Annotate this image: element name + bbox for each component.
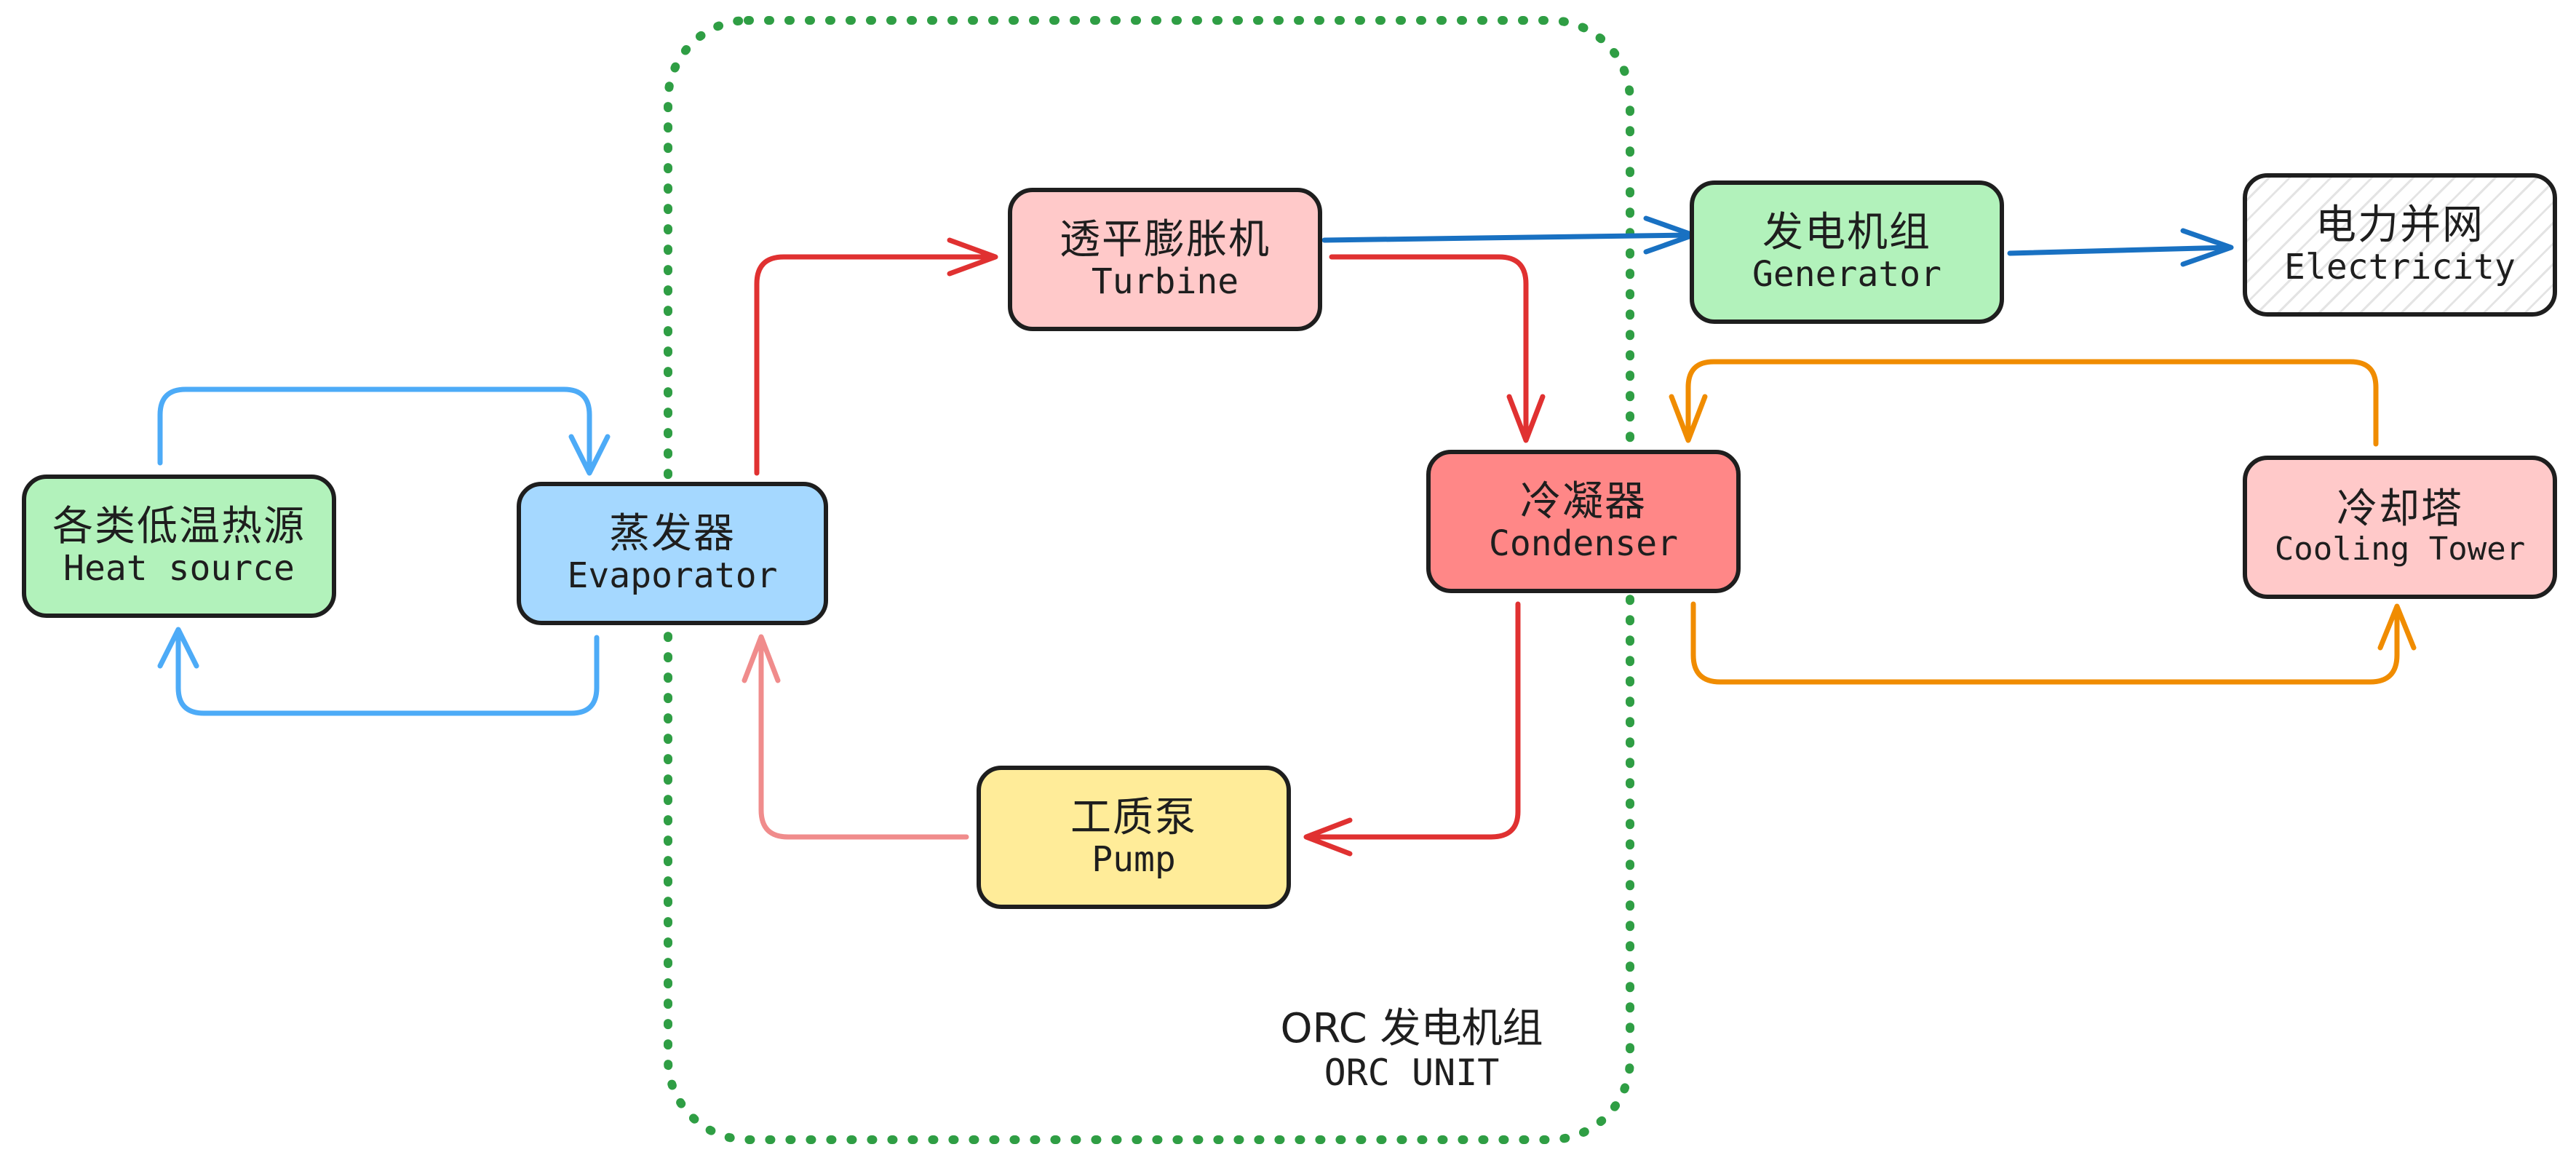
evaporator-node: 蒸发器 Evaporator bbox=[517, 482, 828, 625]
heat-supply-flow bbox=[157, 386, 592, 472]
condensate-flow bbox=[1307, 601, 1521, 840]
cooling-tower-node: 冷却塔 Cooling Tower bbox=[2243, 456, 2557, 599]
heat-return-flow bbox=[175, 630, 600, 716]
pump-label-en: Pump bbox=[1092, 838, 1176, 880]
evaporator-label-zh: 蒸发器 bbox=[609, 509, 736, 557]
heat-source-node: 各类低温热源 Heat source bbox=[22, 475, 336, 618]
heat-source-label-en: Heat source bbox=[63, 547, 295, 589]
cooling-tower-label-en: Cooling Tower bbox=[2274, 530, 2526, 568]
orc-unit-label-en: ORC UNIT bbox=[1324, 1052, 1500, 1095]
heat-source-label-zh: 各类低温热源 bbox=[52, 502, 306, 550]
generator-label-en: Generator bbox=[1752, 253, 1942, 295]
cooling-return-flow bbox=[1690, 601, 2400, 685]
pump-node: 工质泵 Pump bbox=[977, 766, 1291, 909]
electricity-label-en: Electricity bbox=[2284, 246, 2516, 287]
cooling-return-arrowhead bbox=[2377, 603, 2417, 651]
vapor-arrowhead bbox=[947, 237, 998, 277]
electricity-node: 电力并网 Electricity bbox=[2243, 173, 2557, 317]
power-export-flow bbox=[2007, 245, 2231, 256]
turbine-label-en: Turbine bbox=[1091, 261, 1239, 302]
condensate-arrowhead bbox=[1303, 817, 1353, 857]
cooling-tower-label-zh: 冷却塔 bbox=[2337, 485, 2463, 533]
evaporator-label-en: Evaporator bbox=[567, 555, 778, 596]
turbine-node: 透平膨胀机 Turbine bbox=[1008, 188, 1322, 331]
cooling-supply-arrowhead bbox=[1669, 394, 1708, 443]
pump-arrowhead bbox=[742, 634, 781, 683]
orc-unit-caption: ORC 发电机组 ORC UNIT bbox=[1230, 1005, 1594, 1095]
heat-supply-arrowhead bbox=[568, 434, 611, 476]
electricity-label-zh: 电力并网 bbox=[2315, 201, 2484, 249]
cooling-supply-flow bbox=[1685, 359, 2379, 447]
condenser-label-zh: 冷凝器 bbox=[1520, 477, 1647, 525]
condenser-label-en: Condenser bbox=[1488, 523, 1679, 564]
condenser-node: 冷凝器 Condenser bbox=[1426, 450, 1741, 593]
exhaust-flow bbox=[1329, 254, 1529, 440]
pump-flow bbox=[758, 638, 969, 840]
turbine-label-zh: 透平膨胀机 bbox=[1060, 215, 1271, 263]
vapor-flow bbox=[754, 254, 994, 476]
orc-unit-label-zh: ORC 发电机组 bbox=[1280, 1005, 1543, 1052]
heat-return-arrowhead bbox=[157, 627, 199, 669]
shaft-power-flow bbox=[1321, 232, 1693, 243]
pump-label-zh: 工质泵 bbox=[1070, 793, 1197, 841]
generator-node: 发电机组 Generator bbox=[1690, 180, 2004, 324]
generator-label-zh: 发电机组 bbox=[1762, 208, 1931, 256]
exhaust-arrowhead bbox=[1506, 394, 1546, 443]
power-export-arrowhead bbox=[2180, 228, 2234, 267]
